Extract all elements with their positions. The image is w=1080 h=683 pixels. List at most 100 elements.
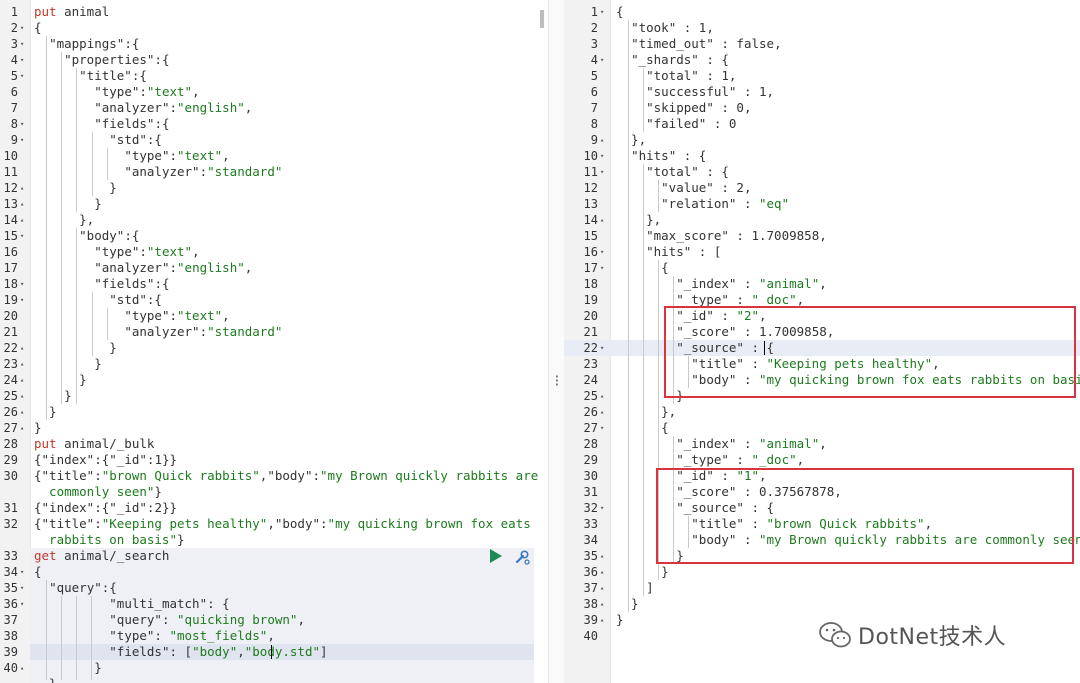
code-text[interactable]: "type": "most_fields", <box>34 628 275 644</box>
code-text[interactable]: "type":"text", <box>34 308 229 324</box>
fold-toggle-collapsed-icon[interactable]: ▴ <box>600 584 605 592</box>
code-text[interactable]: { <box>34 564 42 580</box>
code-line[interactable]: 18 "_index" : "animal", <box>564 276 1080 292</box>
code-line[interactable]: 17▾ { <box>564 260 1080 276</box>
code-text[interactable]: "mappings":{ <box>34 36 139 52</box>
code-text[interactable]: "_id" : "2", <box>616 308 766 324</box>
code-line[interactable]: 15▾ "body":{ <box>0 228 548 244</box>
code-text[interactable]: "fields":{ <box>34 116 169 132</box>
code-line[interactable]: 14▴ }, <box>564 212 1080 228</box>
code-text[interactable]: "analyzer":"english", <box>34 100 252 116</box>
code-text[interactable]: "fields": ["body","body.std"] <box>34 644 327 660</box>
code-text[interactable]: "total" : 1, <box>616 68 736 84</box>
code-line[interactable]: 3 "timed_out" : false, <box>564 36 1080 52</box>
code-line[interactable]: 35▴ } <box>564 548 1080 564</box>
code-text[interactable]: "body" : "my Brown quickly rabbits are c… <box>616 532 1080 548</box>
code-text[interactable]: } <box>34 388 72 404</box>
code-text[interactable]: "_index" : "animal", <box>616 436 827 452</box>
code-line[interactable]: 2▾{ <box>0 20 548 36</box>
code-line[interactable]: 11 "analyzer":"standard" <box>0 164 548 180</box>
code-text[interactable]: {"title":"brown Quick rabbits","body":"m… <box>34 468 538 484</box>
fold-toggle-expanded-icon[interactable]: ▾ <box>20 56 25 64</box>
code-line[interactable]: 29{"index":{"_id":1}} <box>0 452 548 468</box>
code-text[interactable]: "title" : "Keeping pets healthy", <box>616 356 939 372</box>
code-text[interactable]: }, <box>616 404 676 420</box>
code-line[interactable]: 20 "type":"text", <box>0 308 548 324</box>
code-line[interactable]: 34 "body" : "my Brown quickly rabbits ar… <box>564 532 1080 548</box>
code-line[interactable]: 24▴ } <box>0 372 548 388</box>
code-text[interactable]: ] <box>616 580 654 596</box>
code-line[interactable]: 24 "body" : "my quicking brown fox eats … <box>564 372 1080 388</box>
code-line[interactable]: 29 "_type" : "_doc", <box>564 452 1080 468</box>
code-line[interactable]: 34▾{ <box>0 564 548 580</box>
code-text[interactable]: "type":"text", <box>34 84 199 100</box>
code-line[interactable]: commonly seen"} <box>0 484 548 500</box>
code-text[interactable]: { <box>616 420 669 436</box>
fold-toggle-expanded-icon[interactable]: ▾ <box>600 248 605 256</box>
fold-toggle-collapsed-icon[interactable]: ▴ <box>20 392 25 400</box>
code-line[interactable]: 32▾ "_source" : { <box>564 500 1080 516</box>
code-line[interactable]: 9▴ }, <box>564 132 1080 148</box>
code-line[interactable]: 16▾ "hits" : [ <box>564 244 1080 260</box>
code-line[interactable]: 31 "_score" : 0.37567878, <box>564 484 1080 500</box>
fold-toggle-expanded-icon[interactable]: ▾ <box>20 280 25 288</box>
code-text[interactable]: "_score" : 1.7009858, <box>616 324 834 340</box>
code-line[interactable]: 1▾{ <box>564 4 1080 20</box>
code-text[interactable]: "timed_out" : false, <box>616 36 782 52</box>
code-line[interactable]: 7 "analyzer":"english", <box>0 100 548 116</box>
code-line[interactable]: 40 <box>564 628 1080 644</box>
code-line[interactable]: 27▴} <box>0 420 548 436</box>
fold-toggle-collapsed-icon[interactable]: ▴ <box>600 568 605 576</box>
code-line[interactable]: 37 "query": "quicking brown", <box>0 612 548 628</box>
fold-toggle-expanded-icon[interactable]: ▾ <box>600 56 605 64</box>
fold-toggle-expanded-icon[interactable]: ▾ <box>20 40 25 48</box>
fold-toggle-collapsed-icon[interactable]: ▴ <box>20 360 25 368</box>
code-line[interactable]: 13 "relation" : "eq" <box>564 196 1080 212</box>
fold-toggle-expanded-icon[interactable]: ▾ <box>600 504 605 512</box>
code-text[interactable]: } <box>34 356 102 372</box>
code-line[interactable]: 21 "_score" : 1.7009858, <box>564 324 1080 340</box>
code-text[interactable]: "type":"text", <box>34 244 199 260</box>
code-text[interactable]: "multi_match": { <box>34 596 229 612</box>
fold-toggle-collapsed-icon[interactable]: ▴ <box>600 136 605 144</box>
code-line[interactable]: 20 "_id" : "2", <box>564 308 1080 324</box>
code-line[interactable]: 38 "type": "most_fields", <box>0 628 548 644</box>
code-line[interactable]: 4▾ "_shards" : { <box>564 52 1080 68</box>
fold-toggle-expanded-icon[interactable]: ▾ <box>20 24 25 32</box>
play-icon[interactable] <box>490 549 502 563</box>
code-line[interactable]: 12 "value" : 2, <box>564 180 1080 196</box>
fold-toggle-collapsed-icon[interactable]: ▴ <box>20 344 25 352</box>
code-line[interactable]: 19▾ "std":{ <box>0 292 548 308</box>
code-text[interactable]: "value" : 2, <box>616 180 751 196</box>
code-text[interactable]: "took" : 1, <box>616 20 714 36</box>
code-text[interactable]: "query": "quicking brown", <box>34 612 305 628</box>
code-line[interactable]: 16 "type":"text", <box>0 244 548 260</box>
fold-toggle-collapsed-icon[interactable]: ▴ <box>20 200 25 208</box>
fold-toggle-expanded-icon[interactable]: ▾ <box>20 296 25 304</box>
fold-toggle-collapsed-icon[interactable]: ▴ <box>600 216 605 224</box>
code-text[interactable]: }, <box>616 132 646 148</box>
code-line[interactable]: 5 "total" : 1, <box>564 68 1080 84</box>
code-text[interactable]: } <box>616 612 624 628</box>
code-text[interactable]: {"index":{"_id":2}} <box>34 500 177 516</box>
code-line[interactable]: 13▴ } <box>0 196 548 212</box>
code-text[interactable]: } <box>616 564 669 580</box>
code-text[interactable]: rabbits on basis"} <box>34 532 184 548</box>
code-line[interactable]: 30{"title":"brown Quick rabbits","body":… <box>0 468 548 484</box>
code-line[interactable]: 10▾ "hits" : { <box>564 148 1080 164</box>
code-text[interactable]: "_source" : { <box>616 340 774 356</box>
fold-toggle-expanded-icon[interactable]: ▾ <box>600 264 605 272</box>
code-text[interactable]: "total" : { <box>616 164 729 180</box>
code-line[interactable]: 6 "successful" : 1, <box>564 84 1080 100</box>
code-text[interactable]: "_id" : "1", <box>616 468 766 484</box>
code-text[interactable]: "successful" : 1, <box>616 84 774 100</box>
code-text[interactable]: "failed" : 0 <box>616 116 736 132</box>
code-line[interactable]: 23▴ } <box>0 356 548 372</box>
code-line[interactable]: 23 "title" : "Keeping pets healthy", <box>564 356 1080 372</box>
code-text[interactable]: "title" : "brown Quick rabbits", <box>616 516 932 532</box>
fold-toggle-collapsed-icon[interactable]: ▴ <box>20 216 25 224</box>
fold-toggle-expanded-icon[interactable]: ▾ <box>20 120 25 128</box>
